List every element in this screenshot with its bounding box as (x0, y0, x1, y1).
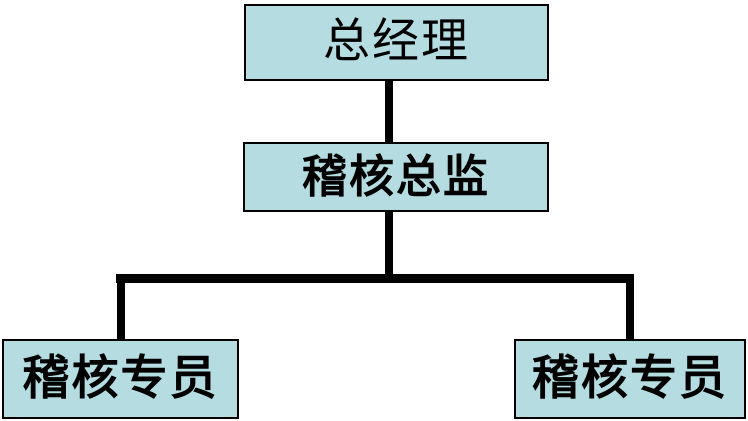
org-node-audit-director[interactable]: 稽核总监 (243, 142, 549, 212)
org-node-audit-specialist-left[interactable]: 稽核专员 (2, 339, 239, 419)
connector-drop-to-audit-specialist-right (626, 283, 634, 340)
connector-horizontal-bus (116, 274, 634, 283)
connector-drop-to-audit-specialist-left (117, 283, 125, 340)
org-node-label: 稽核总监 (301, 151, 490, 202)
connector-general-manager-to-audit-director (385, 80, 393, 143)
connector-audit-director-stem (385, 211, 393, 278)
org-node-audit-specialist-right[interactable]: 稽核专员 (514, 339, 746, 419)
org-node-general-manager[interactable]: 总经理 (244, 4, 549, 81)
org-node-label: 稽核专员 (22, 352, 219, 405)
org-node-label: 稽核专员 (532, 352, 728, 405)
org-node-label: 总经理 (323, 16, 470, 68)
